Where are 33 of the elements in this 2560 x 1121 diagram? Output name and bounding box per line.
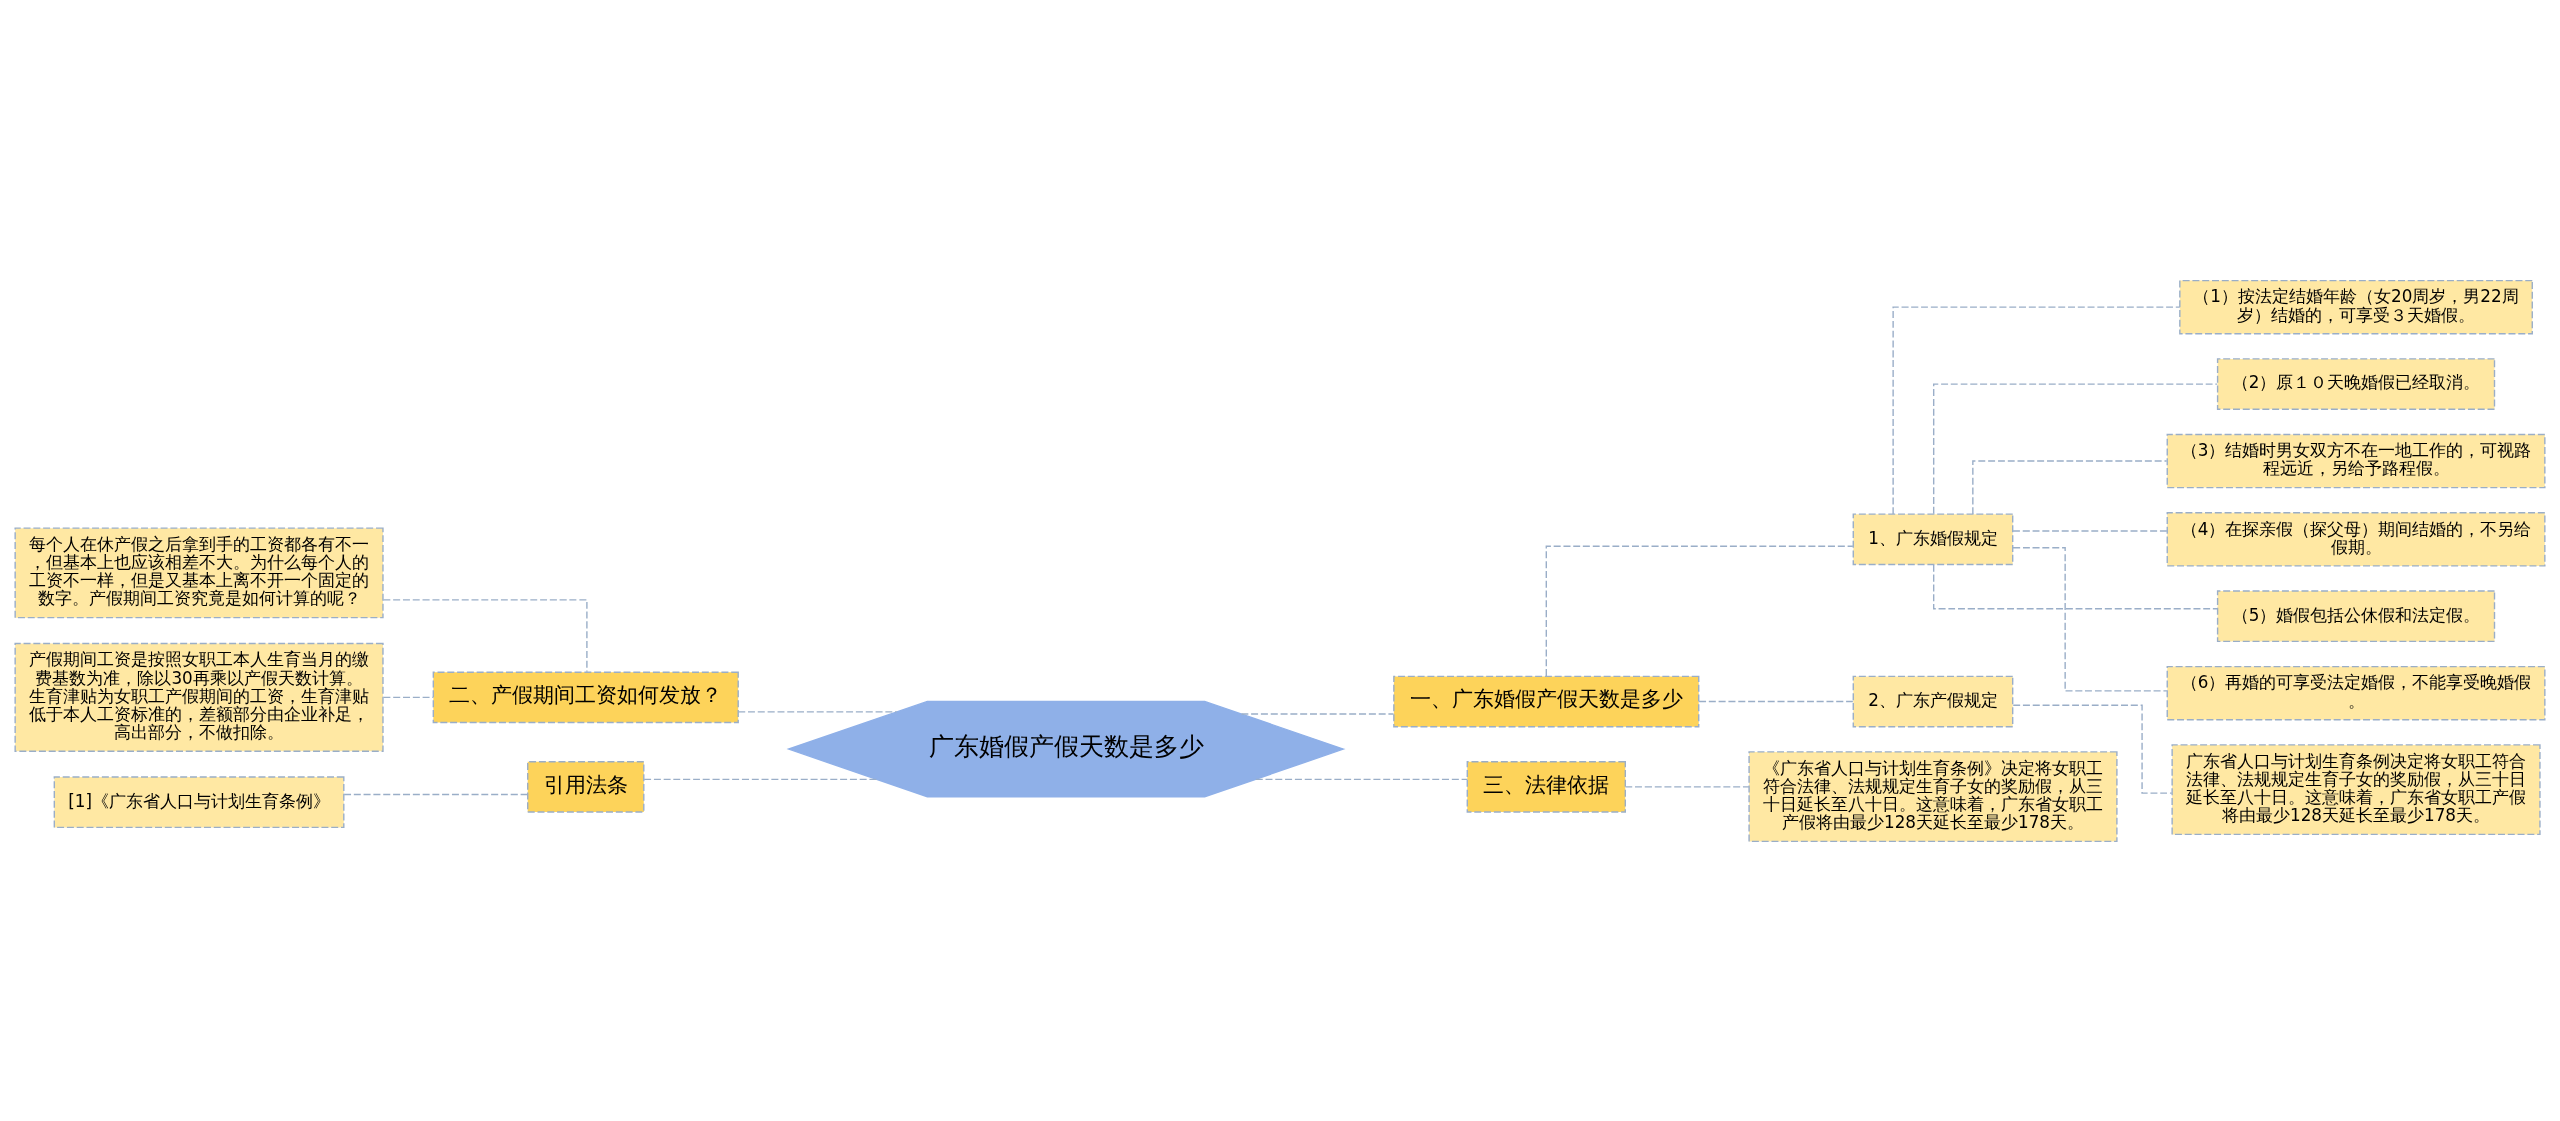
node-box: 引用法条: [527, 760, 645, 813]
connector: [1255, 778, 1468, 780]
connector: [1933, 563, 2218, 609]
connector: [1545, 545, 1854, 677]
node-box: （5）婚假包括公休假和法定假。: [2216, 589, 2496, 642]
connector: [1624, 785, 1750, 788]
node-box: （3）结婚时男女双方不在一地工作的，可视路程远近，另给予路程假。: [2166, 433, 2546, 488]
node-box: [1]《广东省人口与计划生育条例》: [53, 775, 345, 828]
node-box: 二、产假期间工资如何发放？: [432, 670, 739, 723]
node-box: （2）原１０天晚婚假已经取消。: [2216, 357, 2496, 410]
connector: [1698, 700, 1854, 702]
node-box: （1）按法定结婚年龄（女20周岁，男22周岁）结婚的，可享受３天婚假。: [2179, 279, 2533, 334]
node-box: （6）再婚的可享受法定婚假，不能享受晚婚假。: [2166, 665, 2546, 720]
connector: [382, 696, 434, 698]
node-box: 1、广东婚假规定: [1852, 512, 2014, 565]
node-box: 三、法律依据: [1466, 760, 1626, 813]
connector: [1240, 712, 1395, 715]
connector: [643, 778, 878, 780]
connector: [2012, 546, 2168, 692]
node-box: 产假期间工资是按照女职工本人生育当月的缴费基数为准，除以30再乘以产假天数计算。生育津贴为女职工产假期间的工资，生育津贴低于本人工资标准的，差额部分由企业补足，高出部分，不做扣除。: [14, 642, 384, 752]
connector: [382, 598, 588, 672]
node-box: 广东省人口与计划生育条例决定将女职工符合法律、法规规定生育子女的奖励假，从三十日延长至八十日。这意味着，广东省女职工产假将由最少128天延长至最少178天。: [2171, 743, 2541, 835]
connector: [1933, 382, 2218, 514]
node-box: 《广东省人口与计划生育条例》决定将女职工符合法律、法规规定生育子女的奖励假，从三十日延长至八十日。这意味着，广东省女职工产假将由最少128天延长至最少178天。: [1748, 750, 2118, 842]
node-box: 2、广东产假规定: [1852, 675, 2014, 727]
connector: [1892, 305, 2181, 515]
connector: [737, 710, 898, 713]
connector: [1972, 459, 2168, 515]
connector: [343, 793, 529, 795]
node-box: 一、广东婚假产假天数是多少: [1393, 675, 1700, 727]
node-box: （4）在探亲假（探父母）期间结婚的，不另给假期。: [2166, 511, 2546, 567]
connector: [2012, 529, 2168, 532]
node-box: 每个人在休产假之后拿到手的工资都各有不一，但基本上也应该相差不大。为什么每个人的工资不一样，但是又基本上离不开一个固定的数字。产假期间工资究竟是如何计算的呢？: [14, 526, 384, 618]
